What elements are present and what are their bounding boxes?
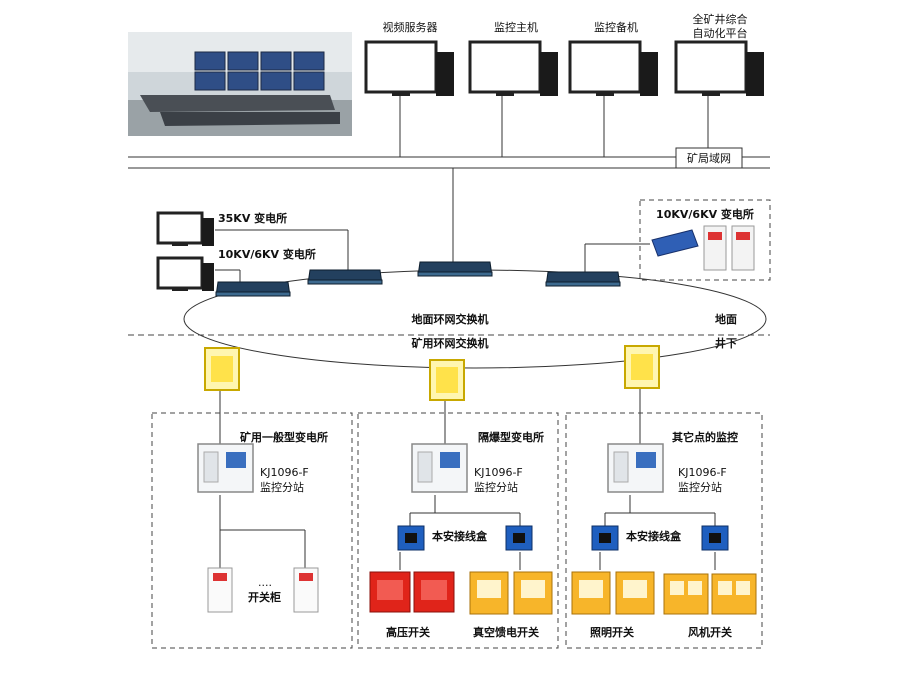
ring-surface-label: 地面环网交换机 xyxy=(412,312,489,326)
mine-switch-left xyxy=(204,347,240,391)
switch-center xyxy=(417,261,493,277)
group2-title: 隔爆型变电所 xyxy=(478,430,544,444)
group2-device-label-1: 高压开关 xyxy=(386,625,430,639)
monitor-label-host: 监控主机 xyxy=(494,20,538,34)
group2-station-line1: KJ1096-F xyxy=(474,466,523,479)
mine-switch-center xyxy=(429,359,465,401)
ring-mine-label: 矿用环网交换机 xyxy=(412,336,489,350)
group1-title: 矿用一般型变电所 xyxy=(240,430,328,444)
switch-left xyxy=(215,281,291,297)
group2-box-label: 本安接线盒 xyxy=(432,529,488,543)
monitor-substation-2 xyxy=(411,443,468,493)
mine-ring-switches xyxy=(204,345,660,401)
monitor-backup-computer xyxy=(568,40,658,96)
mine-switch-right xyxy=(624,345,660,389)
group1-device-label: 开关柜 xyxy=(248,590,281,604)
monitor-label-video-server: 视频服务器 xyxy=(383,20,438,34)
group-other-points: 其它点的监控 KJ1096-F 监控分站 本安接线盒 照明开关 风机开关 xyxy=(571,430,757,639)
group-boxes xyxy=(151,412,763,649)
group3-device-label-1: 照明开关 xyxy=(590,625,634,639)
junction-box-2b xyxy=(505,525,533,551)
monitor-label-platform: 全矿井综合自动化平台 xyxy=(693,12,748,40)
automation-platform-computer xyxy=(674,40,764,96)
lighting-switches xyxy=(571,571,655,615)
substation-10kv-computer xyxy=(156,256,214,291)
group1-station-line1: KJ1096-F xyxy=(260,466,309,479)
label-35kv: 35KV 变电所 xyxy=(218,211,287,225)
group3-station-line2: 监控分站 xyxy=(678,480,722,494)
group3-station-line1: KJ1096-F xyxy=(678,466,727,479)
group3-device-label-2: 风机开关 xyxy=(688,625,732,639)
surface-ring-switches xyxy=(215,261,621,297)
monitor-substation-3 xyxy=(607,443,664,493)
lan-label: 矿局域网 xyxy=(687,152,731,165)
monitor-substation-1 xyxy=(197,443,254,493)
label-underground: 井下 xyxy=(715,336,737,350)
top-computers: 视频服务器 监控主机 监控备机 全矿井综合自动化平台 xyxy=(364,12,764,96)
monitor-host-computer xyxy=(468,40,558,96)
video-server-computer xyxy=(364,40,454,96)
junction-box-3a xyxy=(591,525,619,551)
group-explosion-proof-substation: 隔爆型变电所 KJ1096-F 监控分站 本安接线盒 高压开关 真空馈电开关 xyxy=(369,430,553,639)
group-general-substation: 矿用一般型变电所 KJ1096-F 监控分站 .... 开关柜 xyxy=(197,430,328,613)
label-10kv: 10KV/6KV 变电所 xyxy=(218,247,316,261)
group1-station-line2: 监控分站 xyxy=(260,480,304,494)
switch-mid-left xyxy=(307,269,383,285)
group2-station-line2: 监控分站 xyxy=(474,480,518,494)
group2-device-label-2: 真空馈电开关 xyxy=(473,625,539,639)
high-voltage-switches xyxy=(369,571,455,613)
protocol-converter xyxy=(651,229,699,257)
switchgear-cabinet xyxy=(703,225,755,271)
monitor-label-platform-line: 自动化平台 xyxy=(693,26,748,40)
group3-box-label: 本安接线盒 xyxy=(626,529,682,543)
junction-box-2a xyxy=(397,525,425,551)
right-substation-label: 10KV/6KV 变电所 xyxy=(656,207,754,221)
control-room-photo xyxy=(128,32,352,136)
fan-switches xyxy=(663,573,757,615)
monitor-label-backup: 监控备机 xyxy=(594,20,638,34)
switch-cabinet-left xyxy=(207,567,233,613)
switch-cabinet-right xyxy=(293,567,319,613)
switch-right xyxy=(545,271,621,287)
right-substation-box: 10KV/6KV 变电所 xyxy=(639,199,771,281)
substation-35kv-computer xyxy=(156,211,214,246)
group3-title: 其它点的监控 xyxy=(672,430,738,444)
lan-label-box: 矿局域网 xyxy=(675,147,743,169)
group1-dots: .... xyxy=(258,576,272,589)
junction-box-3b xyxy=(701,525,729,551)
vacuum-feeder-switches xyxy=(469,571,553,615)
label-ground: 地面 xyxy=(715,312,737,326)
monitor-label-platform-line: 全矿井综合 xyxy=(693,12,748,26)
